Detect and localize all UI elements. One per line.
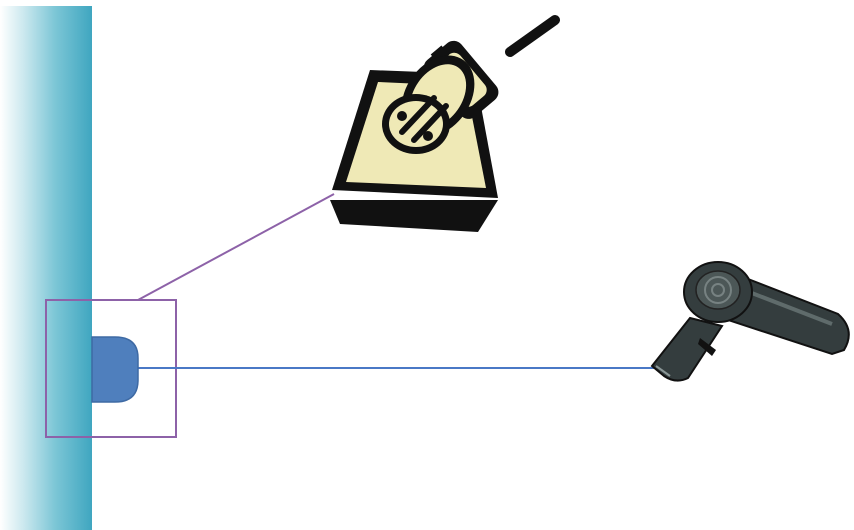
zoom-callout-line	[137, 193, 335, 301]
wall-outlet-icon	[91, 336, 139, 403]
wall-panel	[0, 6, 92, 530]
electric-plug-in-socket-icon	[330, 15, 560, 232]
hair-dryer-icon	[650, 261, 850, 382]
